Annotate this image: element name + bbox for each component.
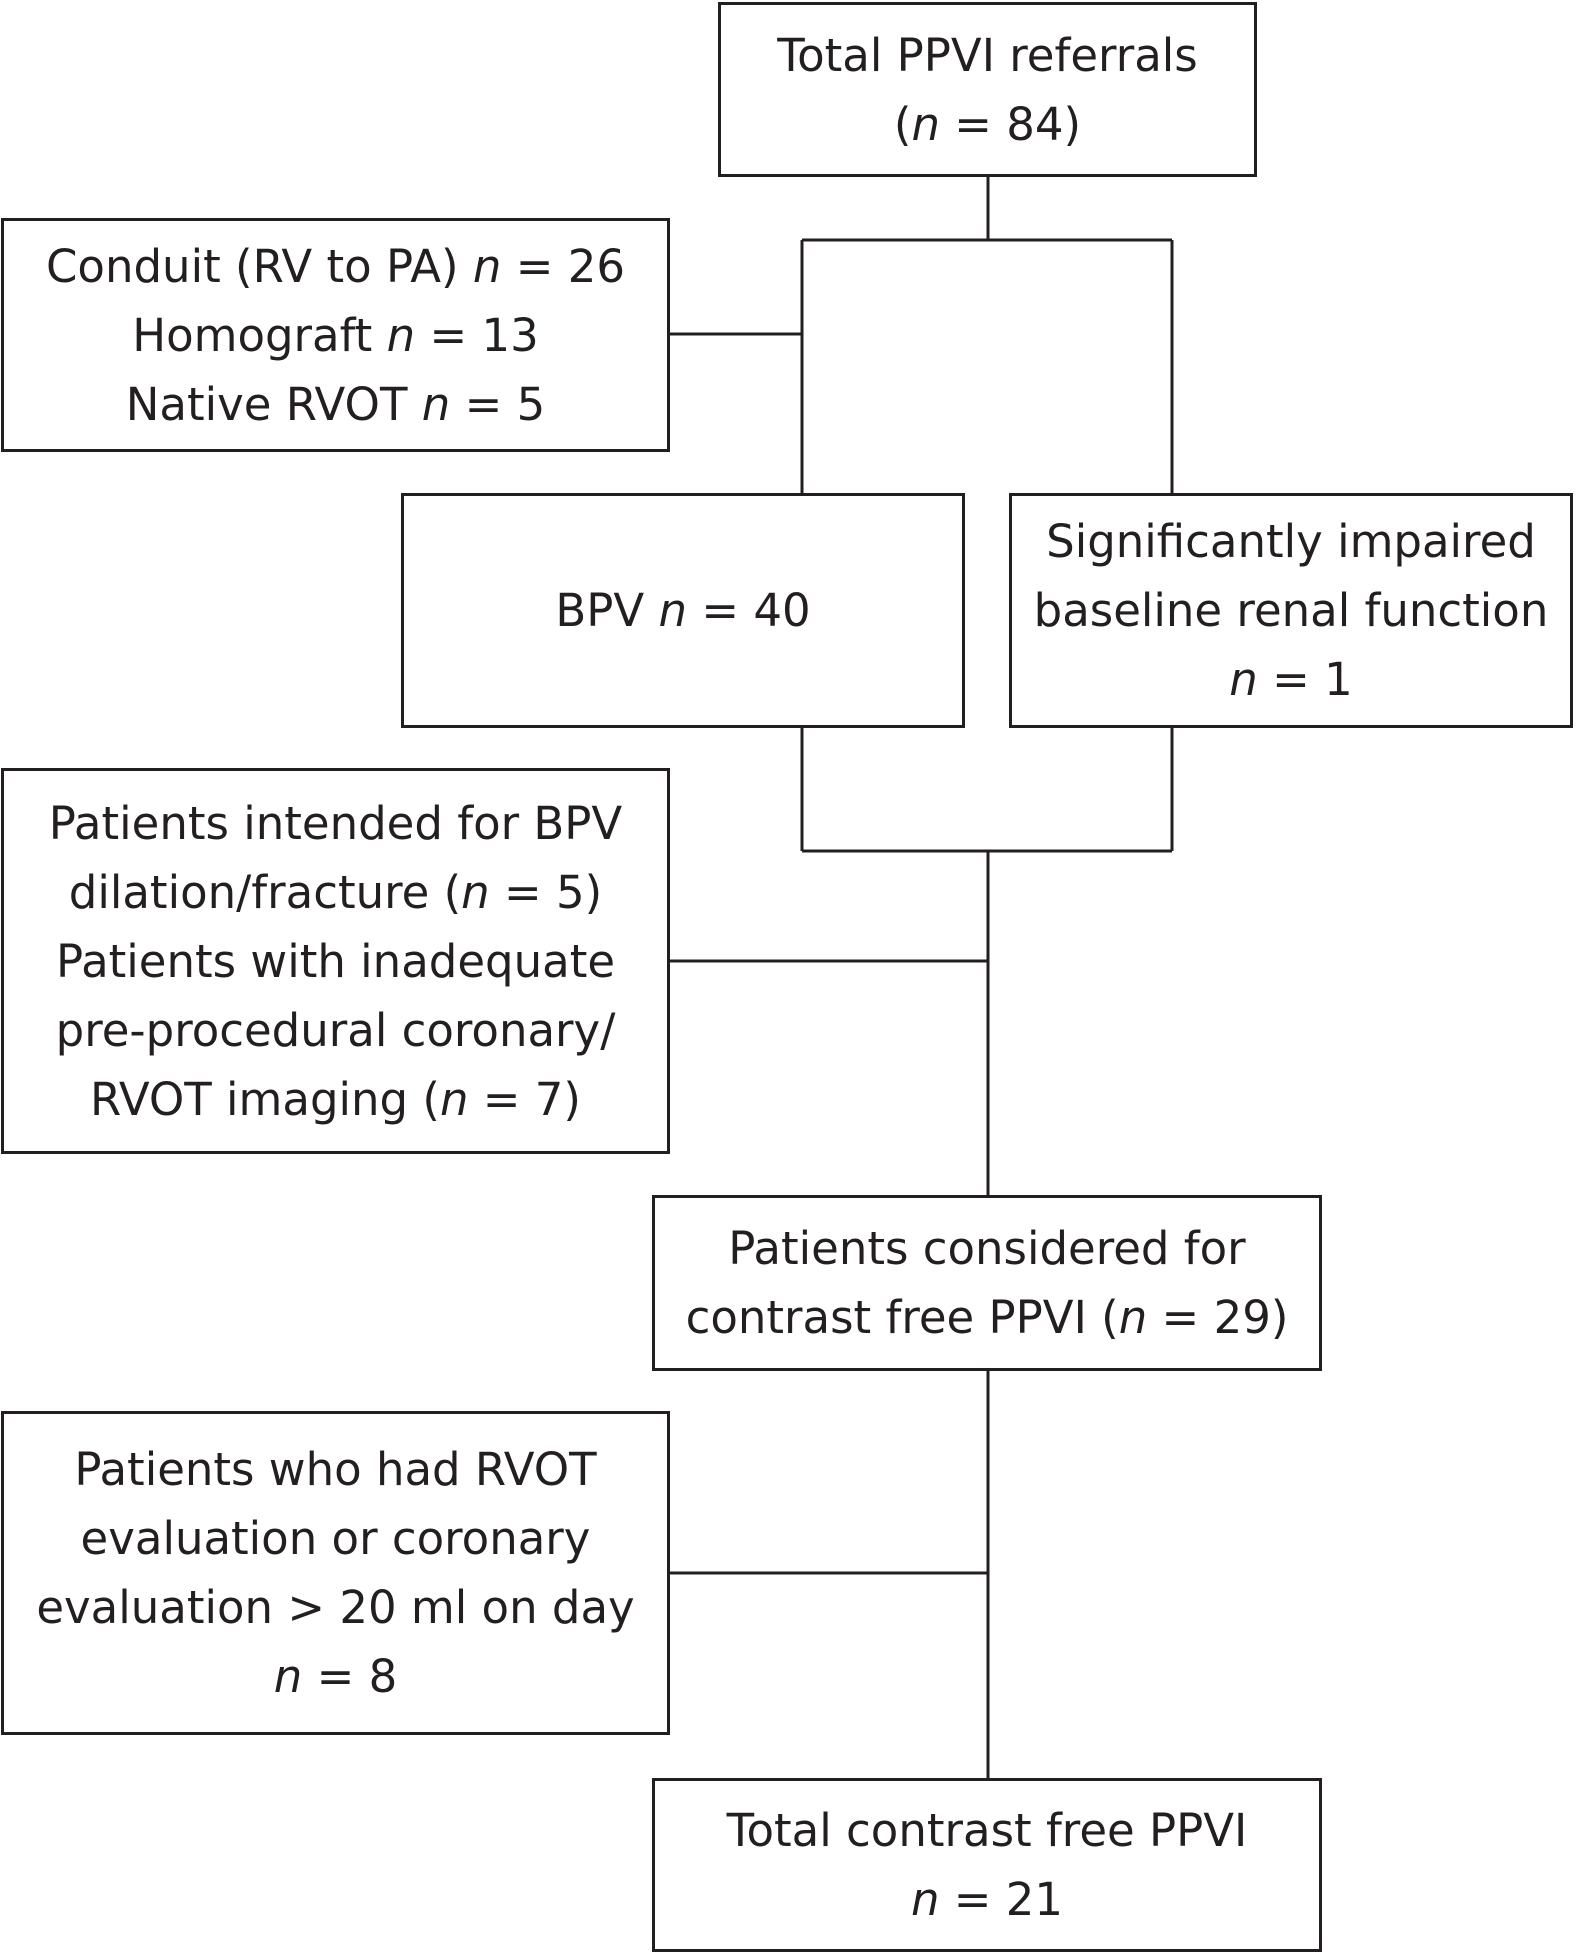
excluded-contrast-count: n = 8 bbox=[273, 1650, 398, 1703]
total-referrals-title: Total PPVI referrals bbox=[777, 28, 1198, 82]
renal-line-2: baseline renal function bbox=[1033, 584, 1549, 637]
excluded-bpv-line-2: dilation/fracture (n = 5) bbox=[68, 865, 603, 919]
total-contrast-free-count: n = 21 bbox=[910, 1873, 1064, 1926]
excluded-contrast-line-3: evaluation > 20 ml on day bbox=[36, 1581, 635, 1634]
box-excluded-bpv: Patients intended for BPV dilation/fract… bbox=[1, 768, 670, 1154]
excluded-bpv-line-3: Patients with inadequate bbox=[55, 934, 616, 988]
considered-line-2: contrast free PPVI (n = 29) bbox=[685, 1291, 1289, 1344]
box-renal: Significantly impaired baseline renal fu… bbox=[1009, 493, 1573, 728]
box-bpv: BPV n = 40 bbox=[401, 493, 965, 728]
bpv-line: BPV n = 40 bbox=[555, 584, 811, 637]
box-conduit: Conduit (RV to PA) n = 26 Homograft n = … bbox=[1, 218, 670, 452]
excluded-bpv-line-4: pre-procedural coronary/ bbox=[55, 1003, 616, 1057]
excluded-contrast-line-2: evaluation or coronary bbox=[80, 1512, 591, 1565]
excluded-contrast-line-1: Patients who had RVOT bbox=[74, 1443, 597, 1496]
excluded-bpv-line-1: Patients intended for BPV bbox=[48, 796, 623, 850]
total-contrast-free-title: Total contrast free PPVI bbox=[726, 1804, 1248, 1857]
excluded-bpv-line-5: RVOT imaging (n = 7) bbox=[90, 1072, 581, 1126]
box-considered: Patients considered for contrast free PP… bbox=[652, 1195, 1322, 1371]
conduit-line: Conduit (RV to PA) n = 26 bbox=[46, 239, 625, 293]
renal-line-1: Significantly impaired bbox=[1046, 515, 1536, 568]
box-total-referrals: Total PPVI referrals (n = 84) bbox=[718, 2, 1257, 177]
homograft-line: Homograft n = 13 bbox=[132, 308, 539, 362]
box-excluded-contrast: Patients who had RVOT evaluation or coro… bbox=[1, 1411, 670, 1735]
box-total-contrast-free: Total contrast free PPVI n = 21 bbox=[652, 1778, 1322, 1952]
total-referrals-count: (n = 84) bbox=[893, 97, 1082, 151]
renal-count: n = 1 bbox=[1229, 653, 1353, 706]
considered-line-1: Patients considered for bbox=[728, 1222, 1246, 1275]
native-rvot-line: Native RVOT n = 5 bbox=[125, 377, 546, 431]
